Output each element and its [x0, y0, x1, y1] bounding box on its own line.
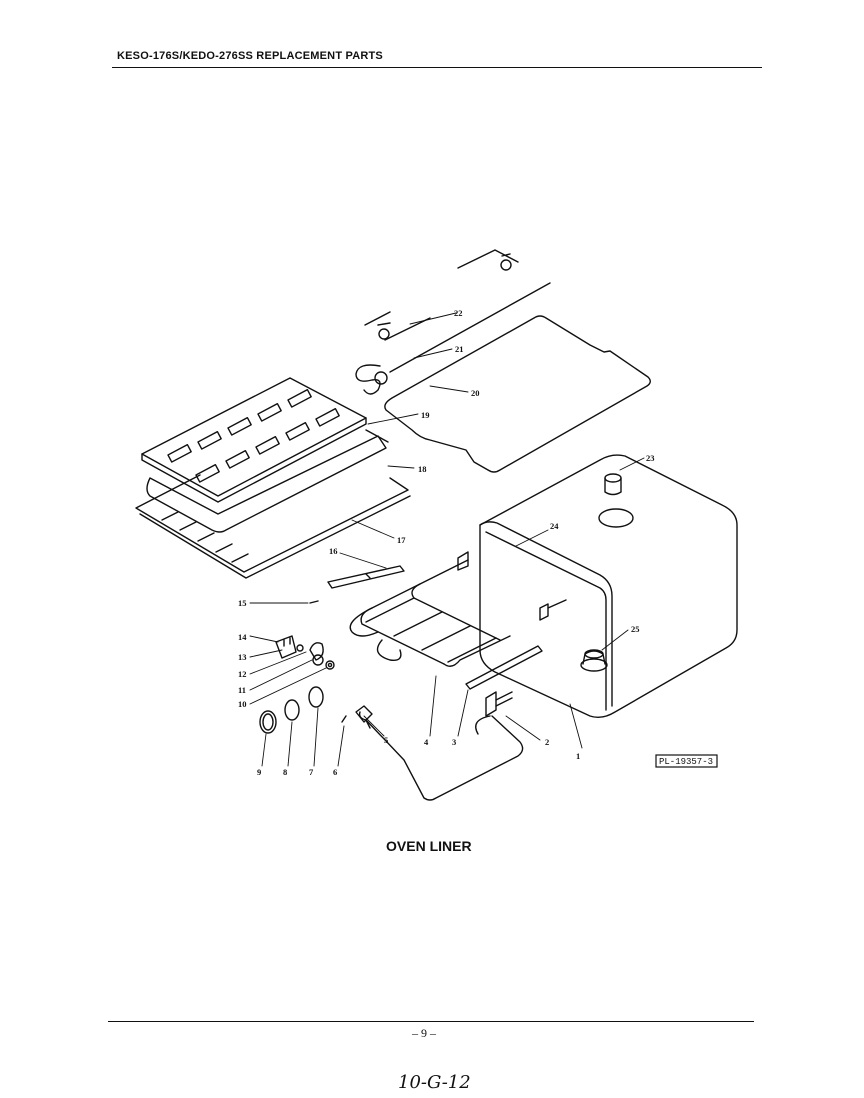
callout-15: 15	[238, 598, 247, 608]
callout-12: 12	[238, 669, 247, 679]
callout-17: 17	[397, 535, 406, 545]
callout-4: 4	[424, 737, 429, 747]
small-hardware	[259, 635, 347, 734]
callout-20: 20	[471, 388, 480, 398]
handwritten-note: 10-G-12	[398, 1072, 471, 1093]
oven-top-fitting	[604, 473, 622, 496]
callout-5: 5	[384, 735, 388, 745]
rack-support-rails	[355, 249, 551, 395]
callout-21: 21	[455, 344, 464, 354]
reference-code: PL-19357-3	[659, 757, 713, 767]
bake-element	[349, 551, 567, 667]
callout-14: 14	[238, 632, 247, 642]
oven-side-fitting	[580, 649, 608, 672]
callout-22: 22	[454, 308, 463, 318]
reference-code-box: PL-19357-3	[655, 754, 718, 768]
callout-9: 9	[257, 767, 261, 777]
callout-18: 18	[418, 464, 427, 474]
sensor-bracket	[327, 565, 405, 589]
callout-11: 11	[238, 685, 246, 695]
callout-25: 25	[631, 624, 640, 634]
oven-liner-cavity	[479, 454, 738, 719]
footer-divider	[108, 1021, 754, 1022]
callout-16: 16	[329, 546, 338, 556]
callout-19: 19	[421, 410, 430, 420]
broiler-pan	[146, 429, 389, 533]
oven-rack	[135, 474, 411, 579]
callout-1: 1	[576, 751, 580, 761]
diagram-caption: OVEN LINER	[386, 838, 472, 854]
broiler-pan-grid	[141, 377, 367, 503]
page-header-title: KESO-176S/KEDO-276SS REPLACEMENT PARTS	[117, 50, 383, 62]
callout-24: 24	[550, 521, 559, 531]
callout-10: 10	[238, 699, 247, 709]
bake-element-lower	[465, 645, 543, 717]
callout-3: 3	[452, 737, 456, 747]
screw-15	[309, 600, 319, 604]
header-divider	[112, 67, 762, 68]
callout-2: 2	[545, 737, 549, 747]
broil-element	[384, 315, 651, 473]
callout-6: 6	[333, 767, 337, 777]
callout-7: 7	[309, 767, 314, 777]
page-number: – 9 –	[412, 1026, 436, 1040]
callout-8: 8	[283, 767, 287, 777]
wire-harness	[355, 705, 524, 801]
callout-13: 13	[238, 652, 247, 662]
callout-23: 23	[646, 453, 655, 463]
